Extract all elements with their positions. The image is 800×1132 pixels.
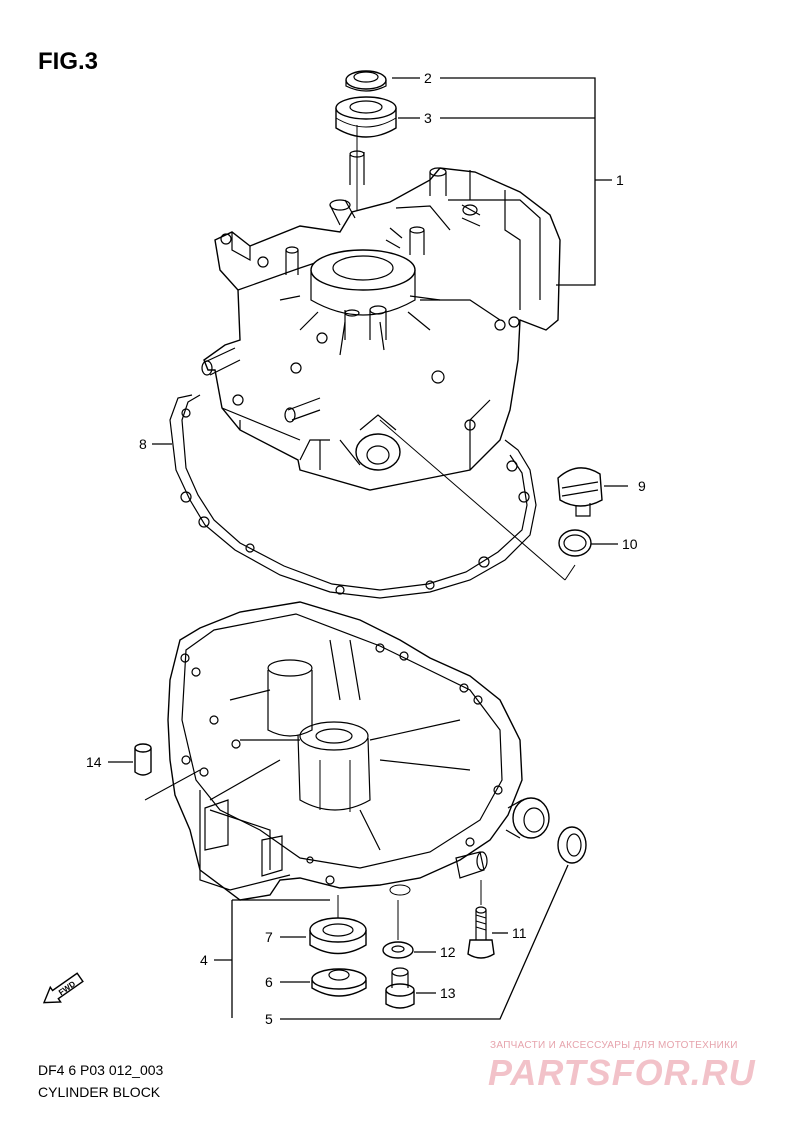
- callout-2: 2: [424, 70, 432, 86]
- part-10-o-ring: [558, 529, 592, 557]
- callout-11: 11: [512, 925, 527, 941]
- watermark-tagline: ЗАПЧАСТИ И АКСЕССУАРЫ ДЛЯ МОТОТЕХНИКИ: [490, 1040, 738, 1051]
- diagram-code: DF4 6 P03 012_003: [38, 1062, 164, 1078]
- part-2-oil-seal: [345, 70, 387, 92]
- part-7-seal: [309, 895, 367, 955]
- callout-14: 14: [86, 754, 102, 770]
- part-12-washer: [382, 900, 414, 959]
- callout-8: 8: [139, 436, 147, 452]
- side-oil-seal: [557, 826, 587, 864]
- part-8-gasket: [169, 394, 537, 599]
- part-11-bolt: [467, 880, 495, 959]
- part-9-plug: [557, 467, 603, 517]
- diagram-name: CYLINDER BLOCK: [38, 1084, 161, 1100]
- part-1-cylinder-block: [201, 167, 561, 491]
- part-3-bearing: [335, 96, 397, 138]
- callout-12: 12: [440, 944, 456, 960]
- leader-lines: [108, 77, 628, 1020]
- callout-5: 5: [265, 1011, 273, 1027]
- callout-13: 13: [440, 985, 456, 1001]
- watermark-logo: PARTSFOR.RU: [488, 1052, 756, 1093]
- part-6-cap: [311, 968, 367, 997]
- callout-3: 3: [424, 110, 432, 126]
- callout-1: 1: [616, 172, 624, 188]
- part-14-dowel-pin: [134, 743, 152, 776]
- callout-4: 4: [200, 952, 208, 968]
- callout-7: 7: [265, 929, 273, 945]
- callout-10: 10: [622, 536, 638, 552]
- fwd-arrow-icon: FWD: [42, 972, 84, 1004]
- part-4-crankcase: [167, 601, 550, 901]
- figure-title: FIG.3: [38, 48, 99, 75]
- part-13-drain-plug: [385, 967, 415, 1009]
- callout-6: 6: [265, 974, 273, 990]
- callout-numbers: 2 3 1 8 9 10 14 4 7 6 5 11 12 13: [86, 70, 646, 1027]
- callout-9: 9: [638, 478, 646, 494]
